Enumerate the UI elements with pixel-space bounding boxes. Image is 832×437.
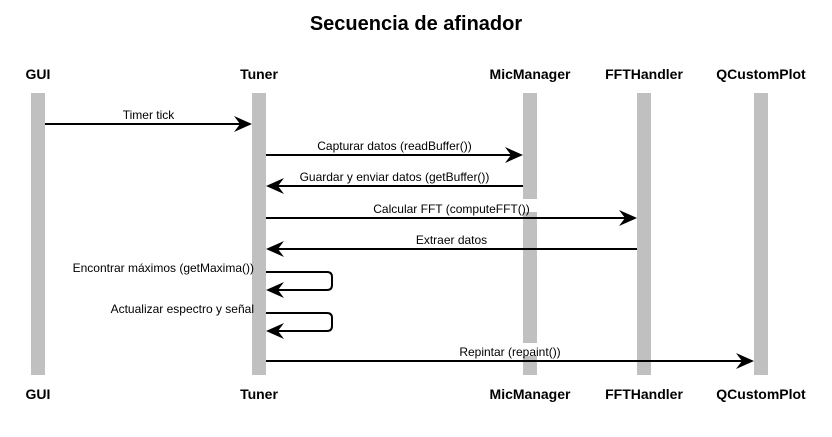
arrowhead-4	[266, 241, 284, 257]
actor-bottom-gui: GUI	[26, 386, 51, 402]
lifeline-mic-0	[523, 93, 537, 199]
arrowhead-5	[266, 282, 284, 298]
lifeline-gui	[31, 93, 45, 375]
message-label-0: Timer tick	[123, 108, 176, 122]
actor-bottom-plot: QCustomPlot	[716, 386, 806, 402]
arrowhead-7	[736, 353, 754, 369]
message-label-6: Actualizar espectro y señal	[111, 302, 254, 316]
actor-top-tuner: Tuner	[240, 66, 278, 82]
message-label-5: Encontrar máximos (getMaxima())	[73, 261, 254, 275]
message-label-3: Calcular FFT (computeFFT())	[373, 202, 529, 216]
message-label-2: Guardar y enviar datos (getBuffer())	[300, 170, 490, 184]
message-label-1: Capturar datos (readBuffer())	[317, 139, 472, 153]
message-label-4: Extraer datos	[416, 233, 487, 247]
message-5: Encontrar máximos (getMaxima())	[73, 261, 333, 298]
actor-top-plot: QCustomPlot	[716, 66, 806, 82]
self-loop-6	[266, 312, 333, 332]
message-0: Timer tick	[45, 108, 252, 132]
message-2: Guardar y enviar datos (getBuffer())	[266, 170, 523, 194]
message-6: Actualizar espectro y señal	[111, 302, 333, 339]
message-label-7: Repintar (repaint())	[459, 345, 560, 359]
arrowhead-0	[234, 116, 252, 132]
message-7: Repintar (repaint())	[266, 345, 754, 369]
actor-bottom-fft: FFTHandler	[605, 386, 683, 402]
actor-top-fft: FFTHandler	[605, 66, 683, 82]
lifeline-tuner	[252, 93, 266, 375]
actor-bottom-tuner: Tuner	[240, 386, 278, 402]
lifeline-plot	[754, 93, 768, 375]
lifeline-mic-1	[523, 212, 537, 343]
self-loop-5	[266, 271, 333, 291]
arrowhead-3	[619, 210, 637, 226]
message-1: Capturar datos (readBuffer())	[266, 139, 523, 163]
arrowhead-2	[266, 178, 284, 194]
arrowhead-6	[266, 323, 284, 339]
lifeline-fft	[637, 93, 651, 375]
actor-top-gui: GUI	[26, 66, 51, 82]
actor-bottom-mic: MicManager	[490, 386, 571, 402]
diagram-title: Secuencia de afinador	[310, 13, 523, 35]
message-3: Calcular FFT (computeFFT())	[266, 202, 637, 226]
arrowhead-1	[505, 147, 523, 163]
message-4: Extraer datos	[266, 233, 637, 257]
actor-top-mic: MicManager	[490, 66, 571, 82]
